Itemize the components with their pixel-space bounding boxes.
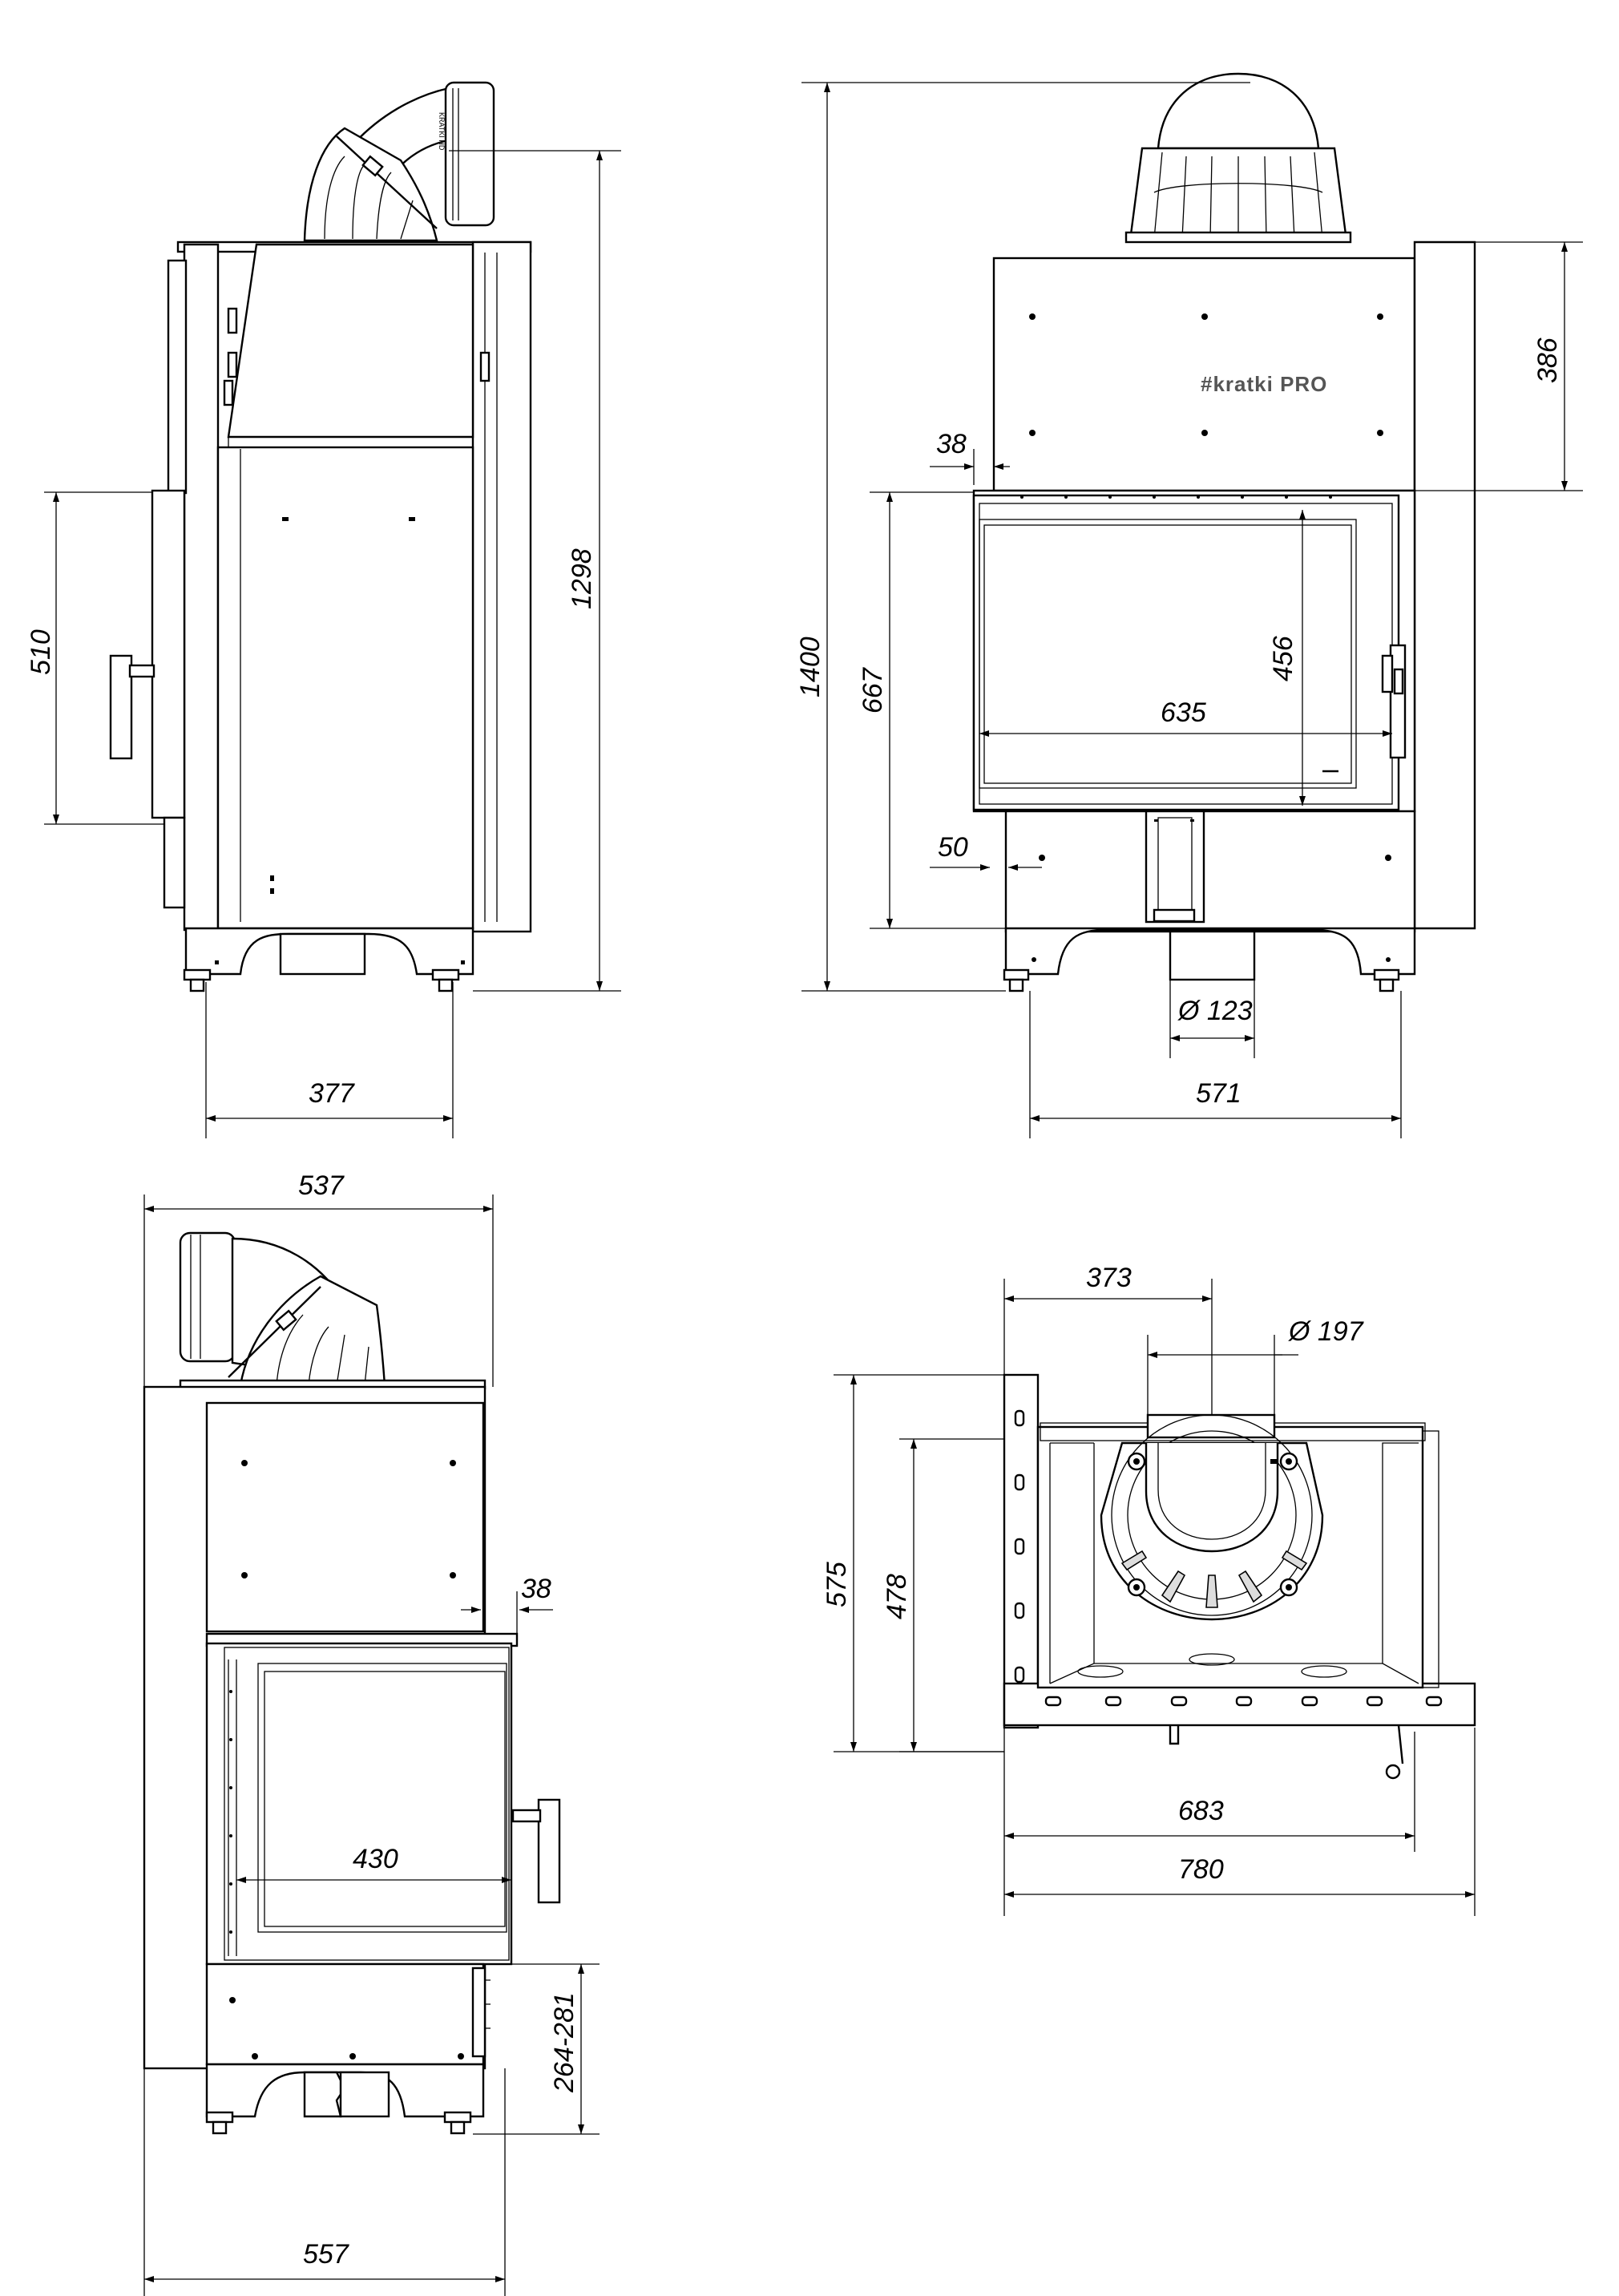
dim-top-inner-depth: 478 xyxy=(882,1574,912,1619)
dim-side-door-height: 510 xyxy=(26,629,56,675)
top-bricks xyxy=(1077,1653,1347,1678)
dim-front-opening-height: 667 xyxy=(858,667,888,713)
top-view-dimensions: 373 Ø 197 575 478 683 780 xyxy=(822,1263,1476,1916)
side-view-dimensions: 377 510 1298 xyxy=(26,150,621,1138)
dim-side-depth: 377 xyxy=(309,1078,355,1109)
dim-top-flue-diameter: Ø 197 xyxy=(1288,1316,1364,1347)
dim-top-outer-depth: 575 xyxy=(822,1562,852,1607)
corner-top-bolts xyxy=(241,1460,456,1578)
side-view: KRATKI HD xyxy=(109,81,532,992)
front-top-bolts xyxy=(1029,313,1383,436)
dim-corner-glass-width: 430 xyxy=(353,1844,398,1874)
dim-front-top-offset: 38 xyxy=(936,429,967,459)
brand-logo: #kratki PRO xyxy=(1201,372,1327,396)
dim-corner-offset: 38 xyxy=(521,1574,551,1604)
top-slots xyxy=(1044,1696,1443,1707)
dim-top-flue-offset: 373 xyxy=(1086,1263,1132,1293)
dim-front-bottom-offset: 50 xyxy=(938,832,968,863)
front-frame-dots xyxy=(1020,495,1332,499)
dim-front-glass-height: 456 xyxy=(1268,636,1298,681)
dim-corner-base-width: 557 xyxy=(303,2239,349,2270)
dim-top-outer-width: 780 xyxy=(1178,1854,1224,1885)
top-side-slots xyxy=(1014,1409,1025,1684)
dim-corner-top-width: 537 xyxy=(298,1170,345,1201)
dim-front-glass-width: 635 xyxy=(1161,697,1206,728)
top-fins xyxy=(1120,1550,1308,1608)
corner-frame-dots xyxy=(229,1690,232,1934)
front-view: #kratki PRO xyxy=(972,72,1476,992)
dim-front-inlet-diameter: Ø 123 xyxy=(1177,996,1253,1026)
front-view-dimensions: 1400 386 38 667 456 635 50 Ø 123 xyxy=(795,82,1583,1138)
dim-front-total-height: 1400 xyxy=(795,637,826,697)
dim-front-top-height: 386 xyxy=(1532,338,1563,383)
corner-view xyxy=(143,1231,561,2135)
dim-top-inner-width: 683 xyxy=(1178,1796,1224,1826)
dim-side-total-height: 1298 xyxy=(567,548,597,609)
top-view xyxy=(1003,1373,1476,1780)
pipe-label: KRATKI HD xyxy=(438,112,446,151)
corner-view-dimensions: 537 38 430 264-281 557 xyxy=(143,1170,600,2296)
dim-front-base-width: 571 xyxy=(1196,1078,1242,1109)
dim-corner-leg-height: 264-281 xyxy=(549,1992,579,2093)
